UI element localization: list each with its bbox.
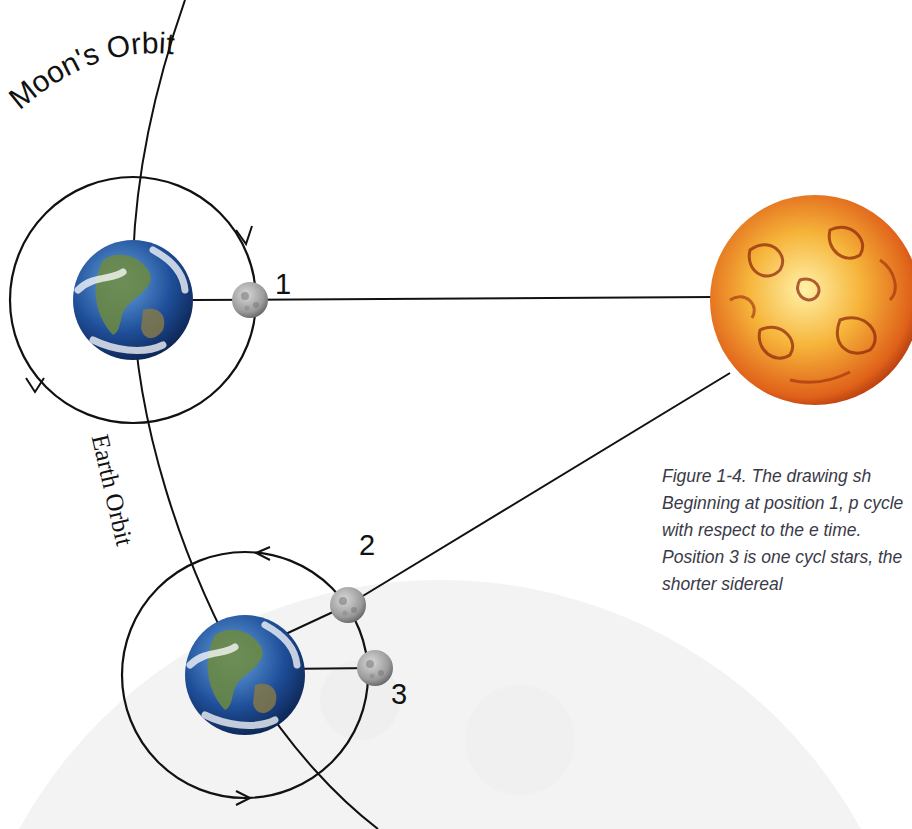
callout-number: 1 [275,270,291,299]
orbit-label-holder: Moon's Orbit [2,26,176,115]
callout-number: 3 [391,680,407,709]
figure-caption: Figure 1-4. The drawing sh Beginning at … [662,463,906,598]
callout-number: 2 [359,531,375,560]
orbit-label: Earth Orbit [88,432,138,548]
orbit-label: Moon's Orbit [2,26,176,115]
